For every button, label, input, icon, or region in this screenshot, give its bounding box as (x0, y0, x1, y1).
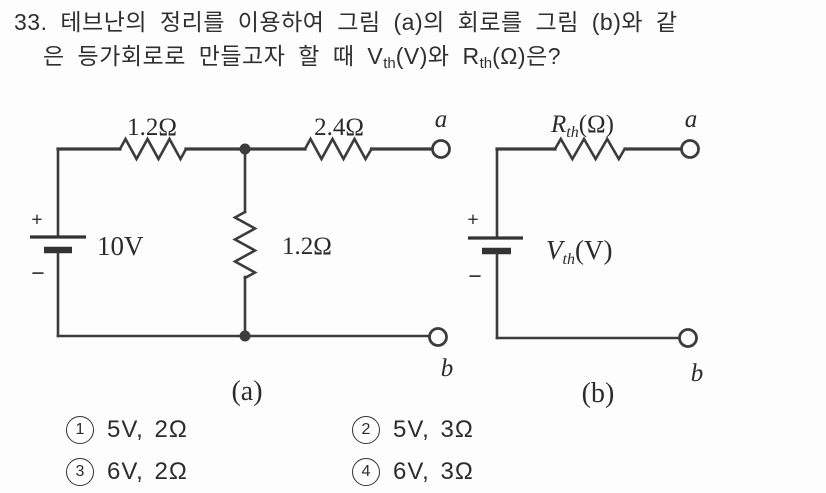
circuit-diagrams: 1.2Ω 2.4Ω a + 10V 1.2Ω − b (a) Rth(Ω) a … (30, 106, 703, 409)
circuit-b: Rth(Ω) a + Vth(V) − b (b) (467, 106, 703, 409)
question-line-2: 은 등가회로로 만들고자 할 때 Vth(V)와 Rth(Ω)은? (14, 39, 678, 73)
label-terminal-b-a: b (441, 355, 454, 382)
resistor-rth (553, 136, 627, 162)
choice-1: 1 5V, 2Ω (66, 416, 352, 444)
label-rth: Rth(Ω) (550, 111, 614, 141)
minus-sign-b: − (468, 264, 482, 290)
label-terminal-a-b: a (685, 106, 698, 133)
vth-sub: th (563, 251, 575, 268)
choice-3-marker: 3 (66, 458, 94, 486)
question-number: 33. (14, 9, 48, 35)
choice-2: 2 5V, 3Ω (352, 416, 474, 444)
label-resistor-1p2-middle: 1.2Ω (282, 233, 332, 260)
caption-a: (a) (231, 376, 262, 407)
circuit-a: 1.2Ω 2.4Ω a + 10V 1.2Ω − b (a) (30, 106, 453, 407)
vth-subscript: th (383, 55, 396, 72)
label-vth: Vth(V) (546, 235, 612, 268)
terminal-b-circle-b (678, 328, 698, 348)
resistor-1p2-middle (232, 210, 258, 280)
question-line2-end: (Ω)은? (492, 43, 562, 69)
answer-choices: 1 5V, 2Ω 2 5V, 3Ω 3 6V, 2Ω 4 6V, 3Ω (66, 416, 474, 486)
choice-4-label: 6V, 3Ω (393, 458, 474, 485)
terminal-a-circle-a (431, 139, 451, 159)
choice-1-marker: 1 (66, 416, 94, 444)
choice-1-label: 5V, 2Ω (107, 416, 188, 443)
junction-dot-bottom (239, 330, 251, 342)
choice-2-label: 5V, 3Ω (393, 416, 474, 443)
label-terminal-b-b: b (691, 360, 704, 387)
rth-symbol: R (550, 111, 566, 138)
resistor-2p4-top-right (303, 136, 374, 162)
choice-3: 3 6V, 2Ω (66, 458, 352, 486)
caption-b: (b) (582, 378, 615, 409)
choice-4-marker: 4 (352, 458, 380, 486)
question-line-1: 33. 테브난의 정리를 이용하여 그림 (a)의 회로를 그림 (b)와 같 (14, 5, 678, 39)
label-resistor-2p4: 2.4Ω (314, 114, 364, 141)
choice-3-label: 6V, 2Ω (107, 458, 188, 485)
plus-sign-b: + (467, 209, 478, 231)
choice-4: 4 6V, 3Ω (352, 458, 474, 486)
terminal-a-circle-b (680, 139, 700, 159)
question-line2-start: 은 등가회로로 만들고자 할 때 V (43, 43, 384, 69)
label-resistor-1p2-left: 1.2Ω (127, 114, 177, 141)
minus-sign-a: − (31, 261, 45, 287)
rth-sub: th (566, 124, 578, 141)
label-source-10v: 10V (97, 231, 144, 261)
resistor-1p2-top-left (118, 136, 188, 162)
question-line1-text: 테브난의 정리를 이용하여 그림 (a)의 회로를 그림 (b)와 같 (60, 9, 678, 35)
question-line2-mid: (V)와 R (395, 43, 480, 69)
vth-symbol: V (546, 235, 566, 265)
junction-dot-top (239, 143, 251, 155)
rth-subscript: th (479, 55, 493, 72)
terminal-b-circle-a (428, 327, 448, 347)
label-terminal-a-a: a (435, 106, 448, 133)
choice-2-marker: 2 (352, 416, 380, 444)
question-text: 33. 테브난의 정리를 이용하여 그림 (a)의 회로를 그림 (b)와 같 … (14, 5, 678, 73)
plus-sign-a: + (31, 209, 42, 231)
vth-unit: (V) (575, 235, 612, 265)
rth-unit: (Ω) (579, 111, 614, 138)
